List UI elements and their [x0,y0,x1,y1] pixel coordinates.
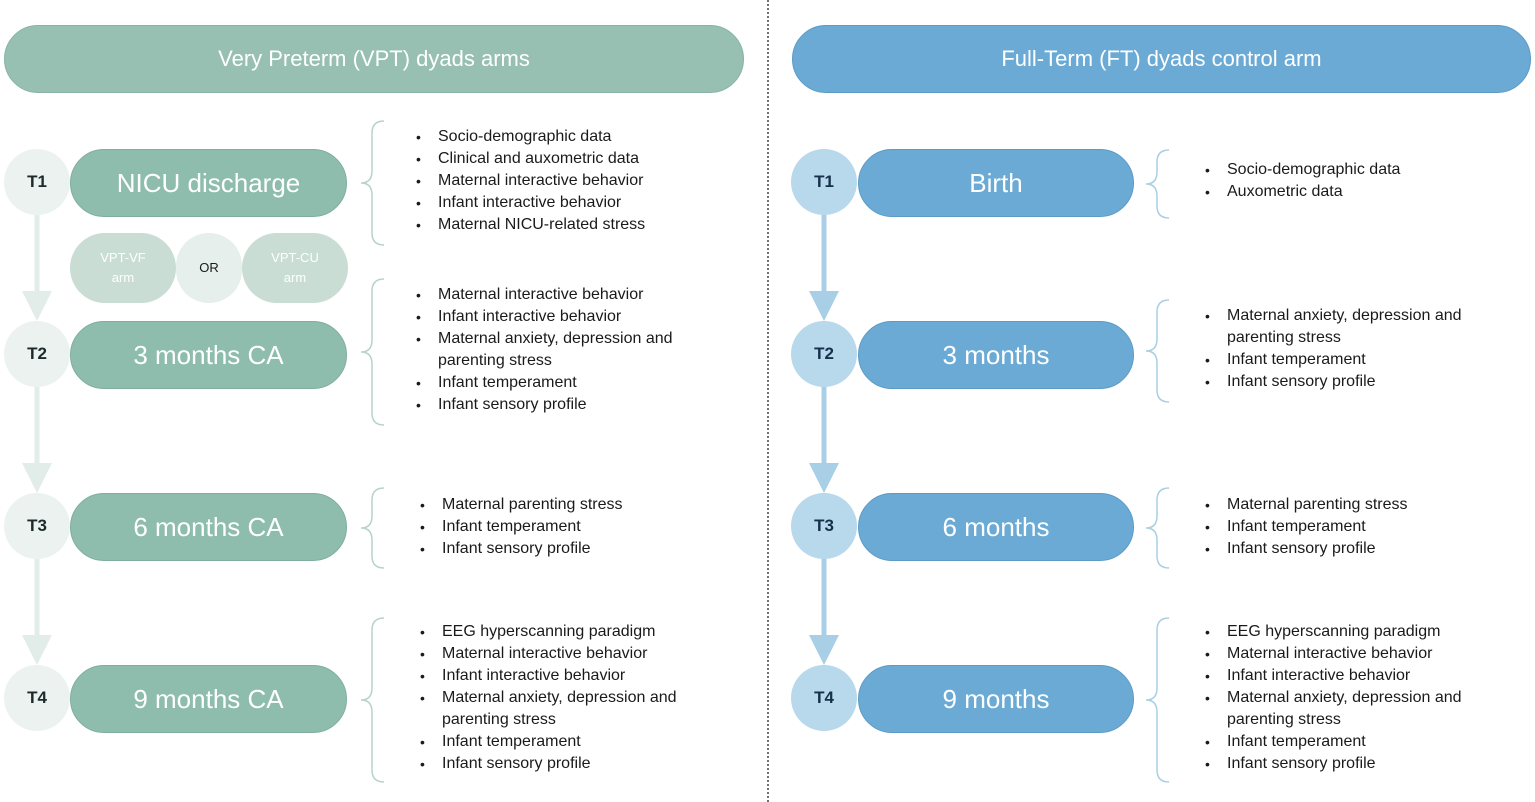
list-item: Infant sensory profile [416,394,718,416]
list-item: Infant sensory profile [420,753,722,775]
list-item: Maternal anxiety, depression and parenti… [420,687,722,731]
list-item: Infant temperament [1205,349,1507,371]
list-item: Infant sensory profile [1205,753,1507,775]
vpt-t4-brace [360,617,385,783]
vpt-t3-brace [360,487,385,569]
vpt-t2-label: 3 months CA [70,321,347,389]
ft-t3-items: Maternal parenting stress Infant tempera… [1205,494,1408,560]
ft-t3-circle: T3 [791,493,857,559]
ft-t4-circle: T4 [791,665,857,731]
list-item: Maternal parenting stress [1205,494,1407,516]
list-item: Maternal interactive behavior [416,170,645,192]
vpt-t2-items: Maternal interactive behavior Infant int… [416,284,718,416]
list-item: EEG hyperscanning paradigm [1205,621,1507,643]
vpt-t3-items: Maternal parenting stress Infant tempera… [420,494,623,560]
ft-t4-items: EEG hyperscanning paradigm Maternal inte… [1205,621,1507,775]
list-item: Maternal interactive behavior [1205,643,1507,665]
list-item: Auxometric data [1205,181,1400,203]
list-item: Infant sensory profile [420,538,623,560]
list-item: Infant temperament [1205,731,1507,753]
list-item: Socio-demographic data [416,126,645,148]
vpt-t1-items: Socio-demographic data Clinical and auxo… [416,126,645,236]
list-item: Maternal anxiety, depression and parenti… [1205,305,1507,349]
ft-t2-label: 3 months [858,321,1134,389]
arm-or-label: OR [176,233,242,303]
list-item: Infant temperament [416,372,718,394]
vpt-t4-label: 9 months CA [70,665,347,733]
list-item: Infant temperament [420,731,722,753]
ft-t1-circle: T1 [791,149,857,215]
vpt-t1-circle: T1 [4,149,70,215]
list-item: Infant sensory profile [1205,538,1408,560]
vpt-t2-brace [360,278,385,426]
ft-arm-header: Full-Term (FT) dyads control arm [792,25,1531,93]
vpt-t1-brace [360,120,385,246]
ft-t2-circle: T2 [791,321,857,387]
vpt-t4-circle: T4 [4,665,70,731]
ft-t1-label: Birth [858,149,1134,217]
vpt-t3-label: 6 months CA [70,493,347,561]
vpt-t1-label: NICU discharge [70,149,347,217]
list-item: Infant sensory profile [1205,371,1507,393]
list-item: Infant interactive behavior [420,665,722,687]
vpt-t2-circle: T2 [4,321,70,387]
list-item: Infant interactive behavior [416,306,718,328]
ft-t2-items: Maternal anxiety, depression and parenti… [1205,305,1507,393]
ft-t3-label: 6 months [858,493,1134,561]
list-item: Maternal anxiety, depression and parenti… [1205,687,1507,731]
list-item: Infant temperament [420,516,623,538]
list-item: EEG hyperscanning paradigm [420,621,722,643]
list-item: Infant interactive behavior [1205,665,1507,687]
list-item: Maternal NICU-related stress [416,214,645,236]
list-item: Infant temperament [1205,516,1408,538]
vpt-t4-items: EEG hyperscanning paradigm Maternal inte… [420,621,722,775]
vpt-t3-circle: T3 [4,493,70,559]
list-item: Maternal anxiety, depression and parenti… [416,328,718,372]
ft-t2-brace [1145,299,1170,403]
list-item: Maternal parenting stress [420,494,622,516]
center-divider [767,0,769,802]
ft-t1-items: Socio-demographic data Auxometric data [1205,159,1400,203]
ft-t1-brace [1145,149,1170,219]
ft-t3-brace [1145,487,1170,569]
vpt-arm-header: Very Preterm (VPT) dyads arms [4,25,744,93]
ft-t4-label: 9 months [858,665,1134,733]
ft-t4-brace [1145,617,1170,783]
list-item: Maternal interactive behavior [416,284,718,306]
list-item: Clinical and auxometric data [416,148,645,170]
list-item: Maternal interactive behavior [420,643,722,665]
list-item: Infant interactive behavior [416,192,645,214]
list-item: Socio-demographic data [1205,159,1400,181]
